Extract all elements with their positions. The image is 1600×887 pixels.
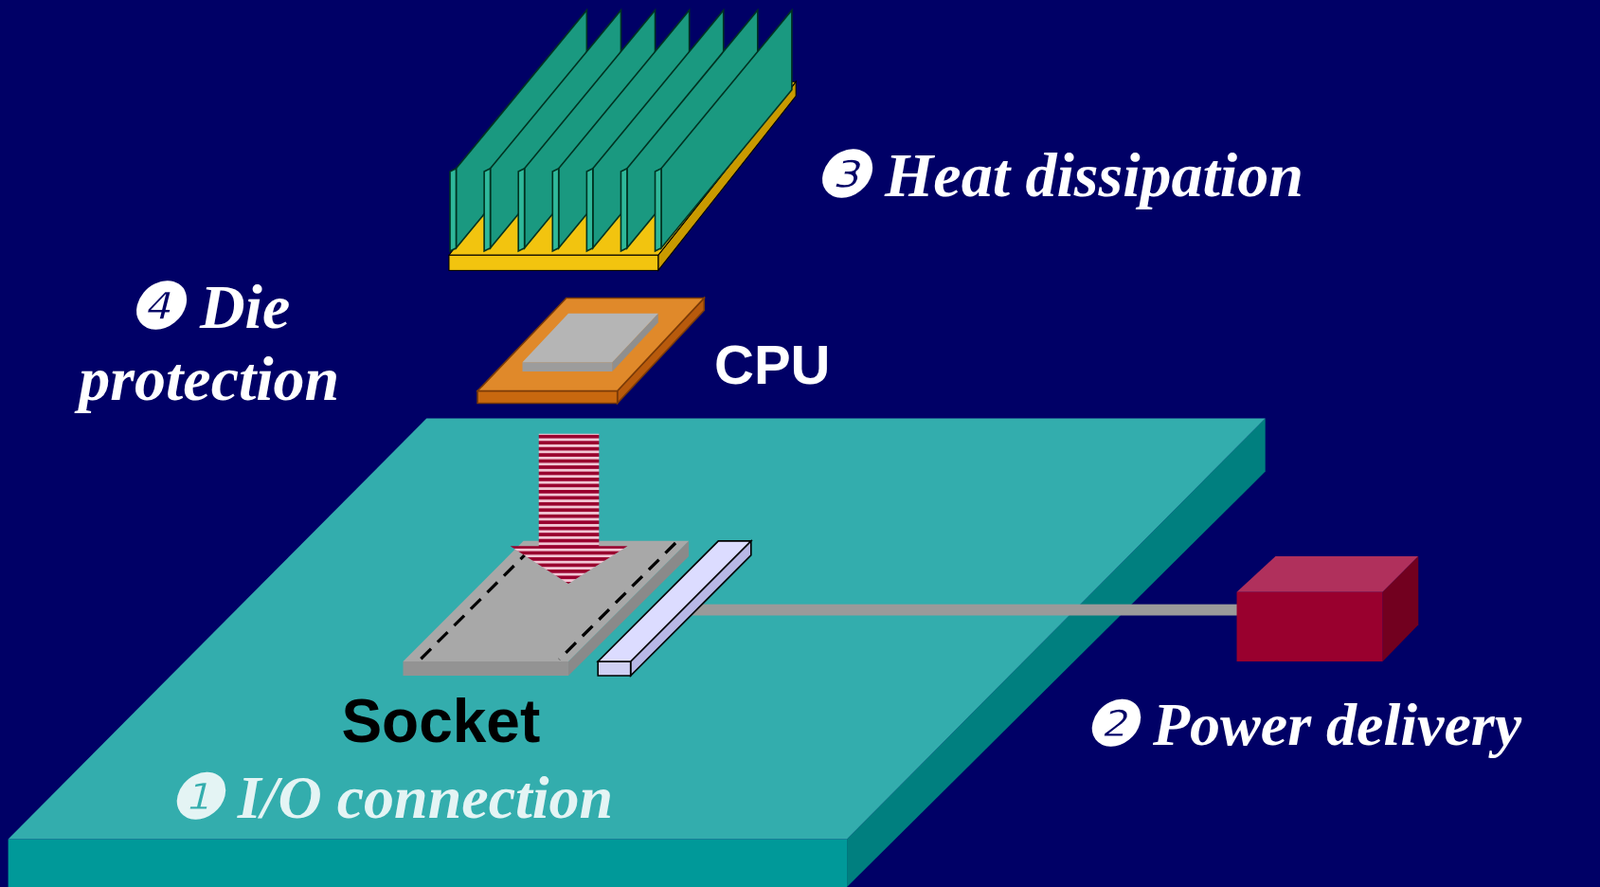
socket-dash bbox=[418, 548, 531, 661]
lever-side bbox=[630, 540, 752, 676]
fin-edge bbox=[620, 168, 627, 252]
fin-edge bbox=[655, 168, 662, 252]
fin-edge bbox=[518, 168, 524, 252]
fin-edge bbox=[484, 168, 490, 252]
fin-face bbox=[661, 10, 792, 249]
fin-edge bbox=[449, 168, 456, 252]
socket-front bbox=[402, 661, 569, 676]
cpu-package bbox=[477, 298, 704, 392]
power-box-side bbox=[1383, 556, 1420, 662]
insert-arrow bbox=[510, 433, 629, 584]
lever-front bbox=[597, 661, 630, 676]
part-label: CPU bbox=[714, 333, 830, 397]
fin-edge bbox=[586, 168, 593, 252]
heatsink-base-front bbox=[449, 254, 659, 270]
callout-label: ❹ Die protection bbox=[34, 270, 385, 415]
heatsink-fin bbox=[655, 10, 792, 252]
callout-label: ❸ Heat dissipation bbox=[813, 139, 1304, 212]
cpu-die bbox=[522, 313, 659, 363]
callout-label: ❷ Power delivery bbox=[1083, 689, 1522, 760]
heatsink-fins bbox=[449, 10, 792, 252]
die-front bbox=[522, 361, 613, 372]
motherboard bbox=[8, 418, 1266, 840]
callout-label: ❶ I/O connection bbox=[168, 762, 613, 833]
socket-lever bbox=[597, 540, 752, 662]
board-front bbox=[8, 838, 847, 887]
cpu-front bbox=[477, 391, 618, 404]
power-supply bbox=[1237, 592, 1384, 662]
fin-edge bbox=[552, 168, 558, 252]
power-wire bbox=[685, 604, 1240, 616]
part-label: Socket bbox=[341, 686, 540, 757]
